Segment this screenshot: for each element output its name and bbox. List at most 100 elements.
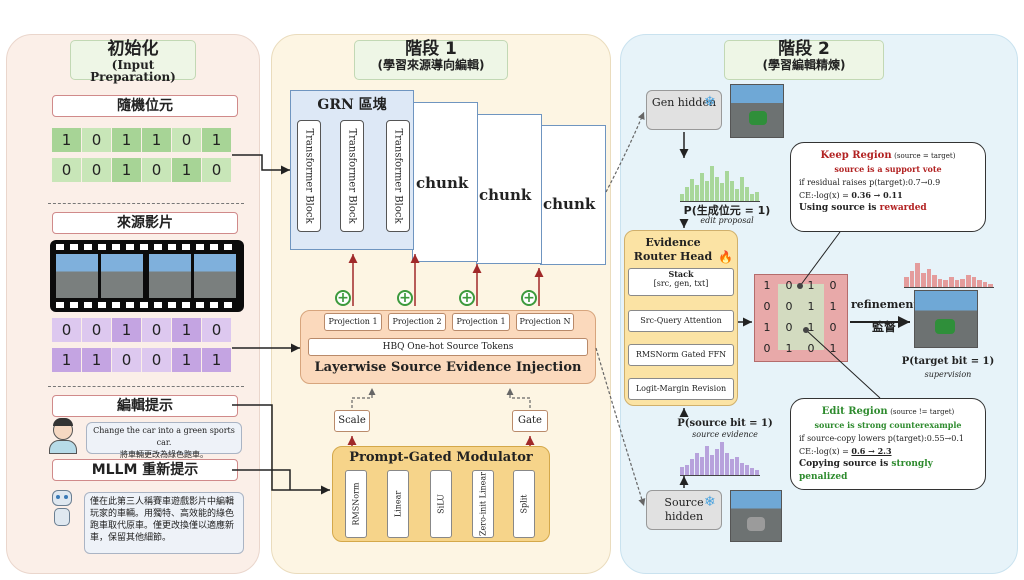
router-step: RMSNorm Gated FFN — [628, 344, 734, 366]
source-evidence-label: source evidence — [692, 430, 758, 439]
mllm-bubble: 僅在此第三人稱賽車遊戲影片中編輯玩家的車輛。用獨特、高效能的綠色跑車取代原車。僅… — [84, 492, 244, 554]
arrow-gate-up — [506, 388, 531, 408]
histogram-bar — [735, 189, 739, 202]
source-frame-thumbnail — [730, 490, 782, 542]
modulator-title: Prompt-Gated Modulator — [349, 450, 533, 465]
green-bit-cell: 1 — [112, 158, 141, 182]
histogram-bar — [750, 193, 754, 202]
modulator-step: Linear — [387, 470, 409, 538]
grid-cell: 1 — [829, 342, 837, 355]
histogram-bar — [725, 170, 729, 202]
target-frame-thumbnail — [914, 290, 978, 348]
grid-cell: 0 — [829, 279, 837, 292]
edit-line2: if source-copy lowers p(target):0.55→0.1 — [799, 434, 964, 443]
add-icon: + — [459, 290, 475, 306]
keep-line4: Using source is rewarded — [799, 203, 927, 213]
histogram-bar — [725, 453, 729, 476]
histogram-bar — [949, 276, 954, 288]
histogram-bar — [740, 176, 744, 202]
purple-bit-cell: 1 — [52, 348, 81, 372]
green-bit-cell: 0 — [172, 128, 201, 152]
histogram-bar — [700, 172, 704, 202]
grid-cell: 0 — [785, 279, 793, 292]
histogram-bar — [971, 276, 977, 288]
router-title: Evidence Router Head — [633, 236, 713, 263]
arrow-scale-up — [351, 388, 376, 408]
histogram-bar — [915, 263, 920, 288]
stage1-title: 階段 1 — [405, 39, 457, 59]
grid-cell: 0 — [785, 300, 793, 313]
histogram-bar — [943, 280, 948, 288]
histogram-bar — [690, 458, 694, 476]
green-bit-cell: 0 — [202, 158, 231, 182]
random-bits-label: 隨機位元 — [52, 95, 238, 117]
edit-marker — [803, 327, 809, 333]
histogram-axis — [680, 475, 760, 476]
grid-cell: 0 — [807, 342, 815, 355]
divider — [48, 386, 244, 387]
green-bit-cell: 0 — [142, 158, 171, 182]
keep-title: Keep Region — [820, 150, 892, 161]
green-bit-cell: 0 — [82, 128, 111, 152]
histogram-bar — [730, 458, 734, 476]
purple-bit-cell: 0 — [142, 318, 171, 342]
histogram-bar — [745, 464, 749, 476]
purple-bit-cell: 1 — [82, 348, 111, 372]
purple-bit-cell: 0 — [142, 348, 171, 372]
green-bit-cell: 1 — [202, 128, 231, 152]
histogram-bar — [745, 187, 749, 202]
histogram-bar — [715, 449, 719, 476]
source-histogram — [680, 438, 760, 476]
green-bit-cell: 0 — [52, 158, 81, 182]
keep-line2: if residual raises p(target):0.7→0.9 — [799, 178, 941, 187]
histogram-bar — [690, 178, 694, 202]
histogram-axis — [680, 201, 760, 202]
histogram-bar — [700, 457, 704, 476]
keep-line1: source is a support vote — [834, 164, 942, 174]
hbq-tokens-box: HBQ One-hot Source Tokens — [308, 338, 588, 356]
gen-frame-thumbnail — [730, 84, 784, 138]
add-icon: + — [335, 290, 351, 306]
histogram-bar — [750, 468, 754, 476]
grid-cell: 0 — [785, 321, 793, 334]
arrow-to-source-hidden — [595, 347, 646, 507]
histogram-bar — [710, 166, 714, 202]
modulator-step: RMSNorm — [345, 470, 367, 538]
router-step: Logit-Margin Revision — [628, 378, 734, 400]
grid-cell: 1 — [763, 321, 771, 334]
stack-sub: [src, gen, txt] — [653, 279, 709, 288]
histogram-axis — [904, 287, 994, 288]
histogram-bar — [680, 193, 684, 202]
stage2-title: 階段 2 — [778, 39, 830, 59]
mllm-label: MLLM 重新提示 — [52, 459, 238, 481]
video-frame — [194, 254, 236, 298]
histogram-bar — [909, 270, 915, 288]
histogram-bar — [710, 455, 714, 476]
stack-label: Stack — [668, 269, 694, 279]
scale-box: Scale — [334, 410, 370, 432]
stage2-subtitle: (學習編輯精煉) — [762, 57, 846, 72]
prompt-chinese: 將車輛更改為綠色跑車。 — [120, 450, 208, 459]
edit-condition: (source != target) — [890, 408, 955, 416]
grid-cell: 1 — [763, 279, 771, 292]
green-bit-cell: 1 — [52, 128, 81, 152]
snowflake-icon: ❄ — [704, 94, 716, 110]
grid-cell: 1 — [807, 279, 815, 292]
purple-bit-cell: 0 — [112, 348, 141, 372]
supervision-label: supervision — [924, 370, 972, 379]
green-bit-cell: 1 — [142, 128, 171, 152]
histogram-bar — [988, 284, 993, 288]
video-frame — [101, 254, 143, 298]
stage0-subtitle: (Input Preparation) — [90, 57, 176, 85]
projection-box: Projection 1 — [324, 313, 382, 331]
histogram-bar — [695, 185, 699, 202]
histogram-bar — [755, 191, 759, 202]
refinement-label: refinement — [851, 298, 919, 311]
video-frame — [56, 254, 98, 298]
histogram-bar — [982, 282, 988, 288]
supervision-zh-label: 監督 — [871, 320, 896, 334]
histogram-bar — [685, 187, 689, 202]
histogram-bar — [740, 462, 744, 476]
purple-bit-cell: 1 — [172, 348, 201, 372]
stage2-header: 階段 2 (學習編輯精煉) — [724, 40, 884, 80]
